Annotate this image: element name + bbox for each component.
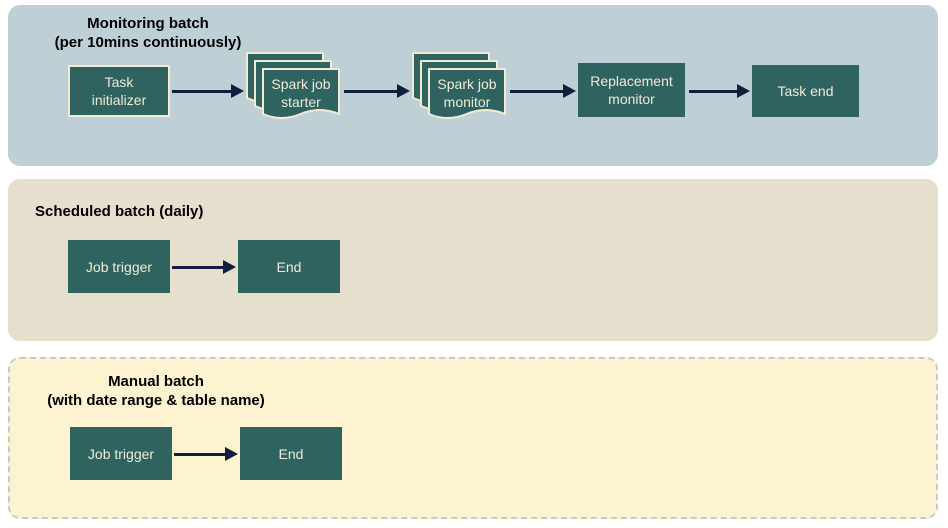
arrow-line	[174, 452, 225, 456]
manual-end-node: End	[240, 427, 342, 480]
manual-batch-title: Manual batch (with date range & table na…	[47, 373, 265, 409]
task-end-label: Task end	[777, 83, 834, 99]
arrow-head-icon	[223, 260, 236, 274]
scheduled-end-node: End	[238, 240, 340, 293]
job-trigger-label: Job trigger	[85, 258, 153, 275]
manual-job-trigger-node: Job trigger	[70, 427, 172, 480]
job-trigger-label: Job trigger	[87, 445, 155, 462]
end-label: End	[278, 445, 304, 462]
monitoring-batch-title: Monitoring batch (per 10mins continuousl…	[54, 15, 242, 51]
replacement-monitor-node: Replacement monitor	[578, 63, 685, 117]
monitoring-batch-panel: Monitoring batch (per 10mins continuousl…	[8, 5, 938, 166]
multi-document-shape-icon	[412, 52, 506, 119]
end-label: End	[276, 258, 302, 275]
arrow-line	[172, 265, 223, 269]
spark-job-starter-label: Spark job starter	[271, 76, 331, 110]
arrow-line	[172, 89, 231, 93]
arrow-initializer-to-starter	[172, 84, 244, 98]
scheduled-job-trigger-node: Job trigger	[68, 240, 170, 293]
manual-batch-panel: Manual batch (with date range & table na…	[8, 357, 938, 519]
spark-job-monitor-label: Spark job monitor	[437, 76, 497, 110]
arrow-head-icon	[563, 84, 576, 98]
scheduled-batch-title: Scheduled batch (daily)	[35, 203, 204, 220]
arrow-head-icon	[737, 84, 750, 98]
replacement-monitor-label: Replacement monitor	[590, 73, 673, 107]
arrow-replacement-to-end	[689, 84, 750, 98]
arrow-trigger-to-end	[174, 447, 238, 461]
arrow-monitor-to-replacement	[510, 84, 576, 98]
task-end-node: Task end	[752, 65, 859, 117]
arrow-line	[689, 89, 737, 93]
task-initializer-label: Task initializer	[91, 74, 147, 108]
arrow-line	[510, 89, 563, 93]
arrow-starter-to-monitor	[344, 84, 410, 98]
scheduled-batch-panel: Scheduled batch (daily) Job trigger End	[8, 179, 938, 341]
arrow-head-icon	[225, 447, 238, 461]
spark-job-monitor-node: Spark job monitor	[412, 52, 508, 132]
spark-job-starter-node: Spark job starter	[246, 52, 342, 132]
arrow-trigger-to-end	[172, 260, 236, 274]
arrow-head-icon	[231, 84, 244, 98]
multi-document-shape-icon	[246, 52, 340, 119]
task-initializer-node: Task initializer	[68, 65, 170, 117]
arrow-line	[344, 89, 397, 93]
arrow-head-icon	[397, 84, 410, 98]
